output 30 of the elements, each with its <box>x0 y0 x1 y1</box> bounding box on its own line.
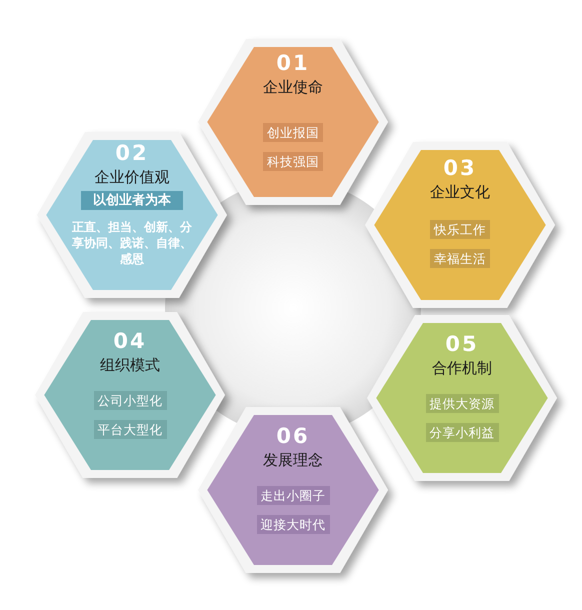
hexagon <box>35 312 225 478</box>
tag-label: 幸福生活 <box>430 249 490 268</box>
value-list: 正直、担当、创新、分享协同、践诺、自律、感恩 <box>69 219 195 267</box>
tag-label: 科技强国 <box>263 152 323 171</box>
hexagon <box>37 132 227 298</box>
hexagon-title: 企业文化 <box>430 182 490 202</box>
number-label: 04 <box>113 329 147 353</box>
hexagon-title: 发展理念 <box>263 450 323 470</box>
tag-label: 迎接大时代 <box>256 515 330 534</box>
tag-label: 走出小圈子 <box>256 486 330 505</box>
tag-label: 公司小型化 <box>94 391 166 410</box>
tag-label: 提供大资源 <box>426 394 498 413</box>
number-label: 06 <box>276 424 310 448</box>
number-label: 03 <box>443 156 477 180</box>
highlight-banner: 以创业者为本 <box>81 191 183 210</box>
hexagon-title: 组织模式 <box>100 355 160 375</box>
hexagon <box>367 315 557 481</box>
tag-label: 快乐工作 <box>430 220 490 239</box>
hexagon <box>198 407 388 573</box>
tag-label: 平台大型化 <box>94 420 166 439</box>
tag-label: 分享小利益 <box>426 423 498 442</box>
hexagon-title: 合作机制 <box>432 358 492 378</box>
number-label: 01 <box>276 51 310 75</box>
hexagon-title: 企业价值观 <box>94 167 170 187</box>
hexagon-title: 企业使命 <box>263 77 323 97</box>
tag-label: 创业报国 <box>263 123 323 142</box>
number-label: 02 <box>115 141 149 165</box>
hexagon <box>365 142 555 308</box>
hexagon <box>198 39 388 205</box>
number-label: 05 <box>445 332 479 356</box>
